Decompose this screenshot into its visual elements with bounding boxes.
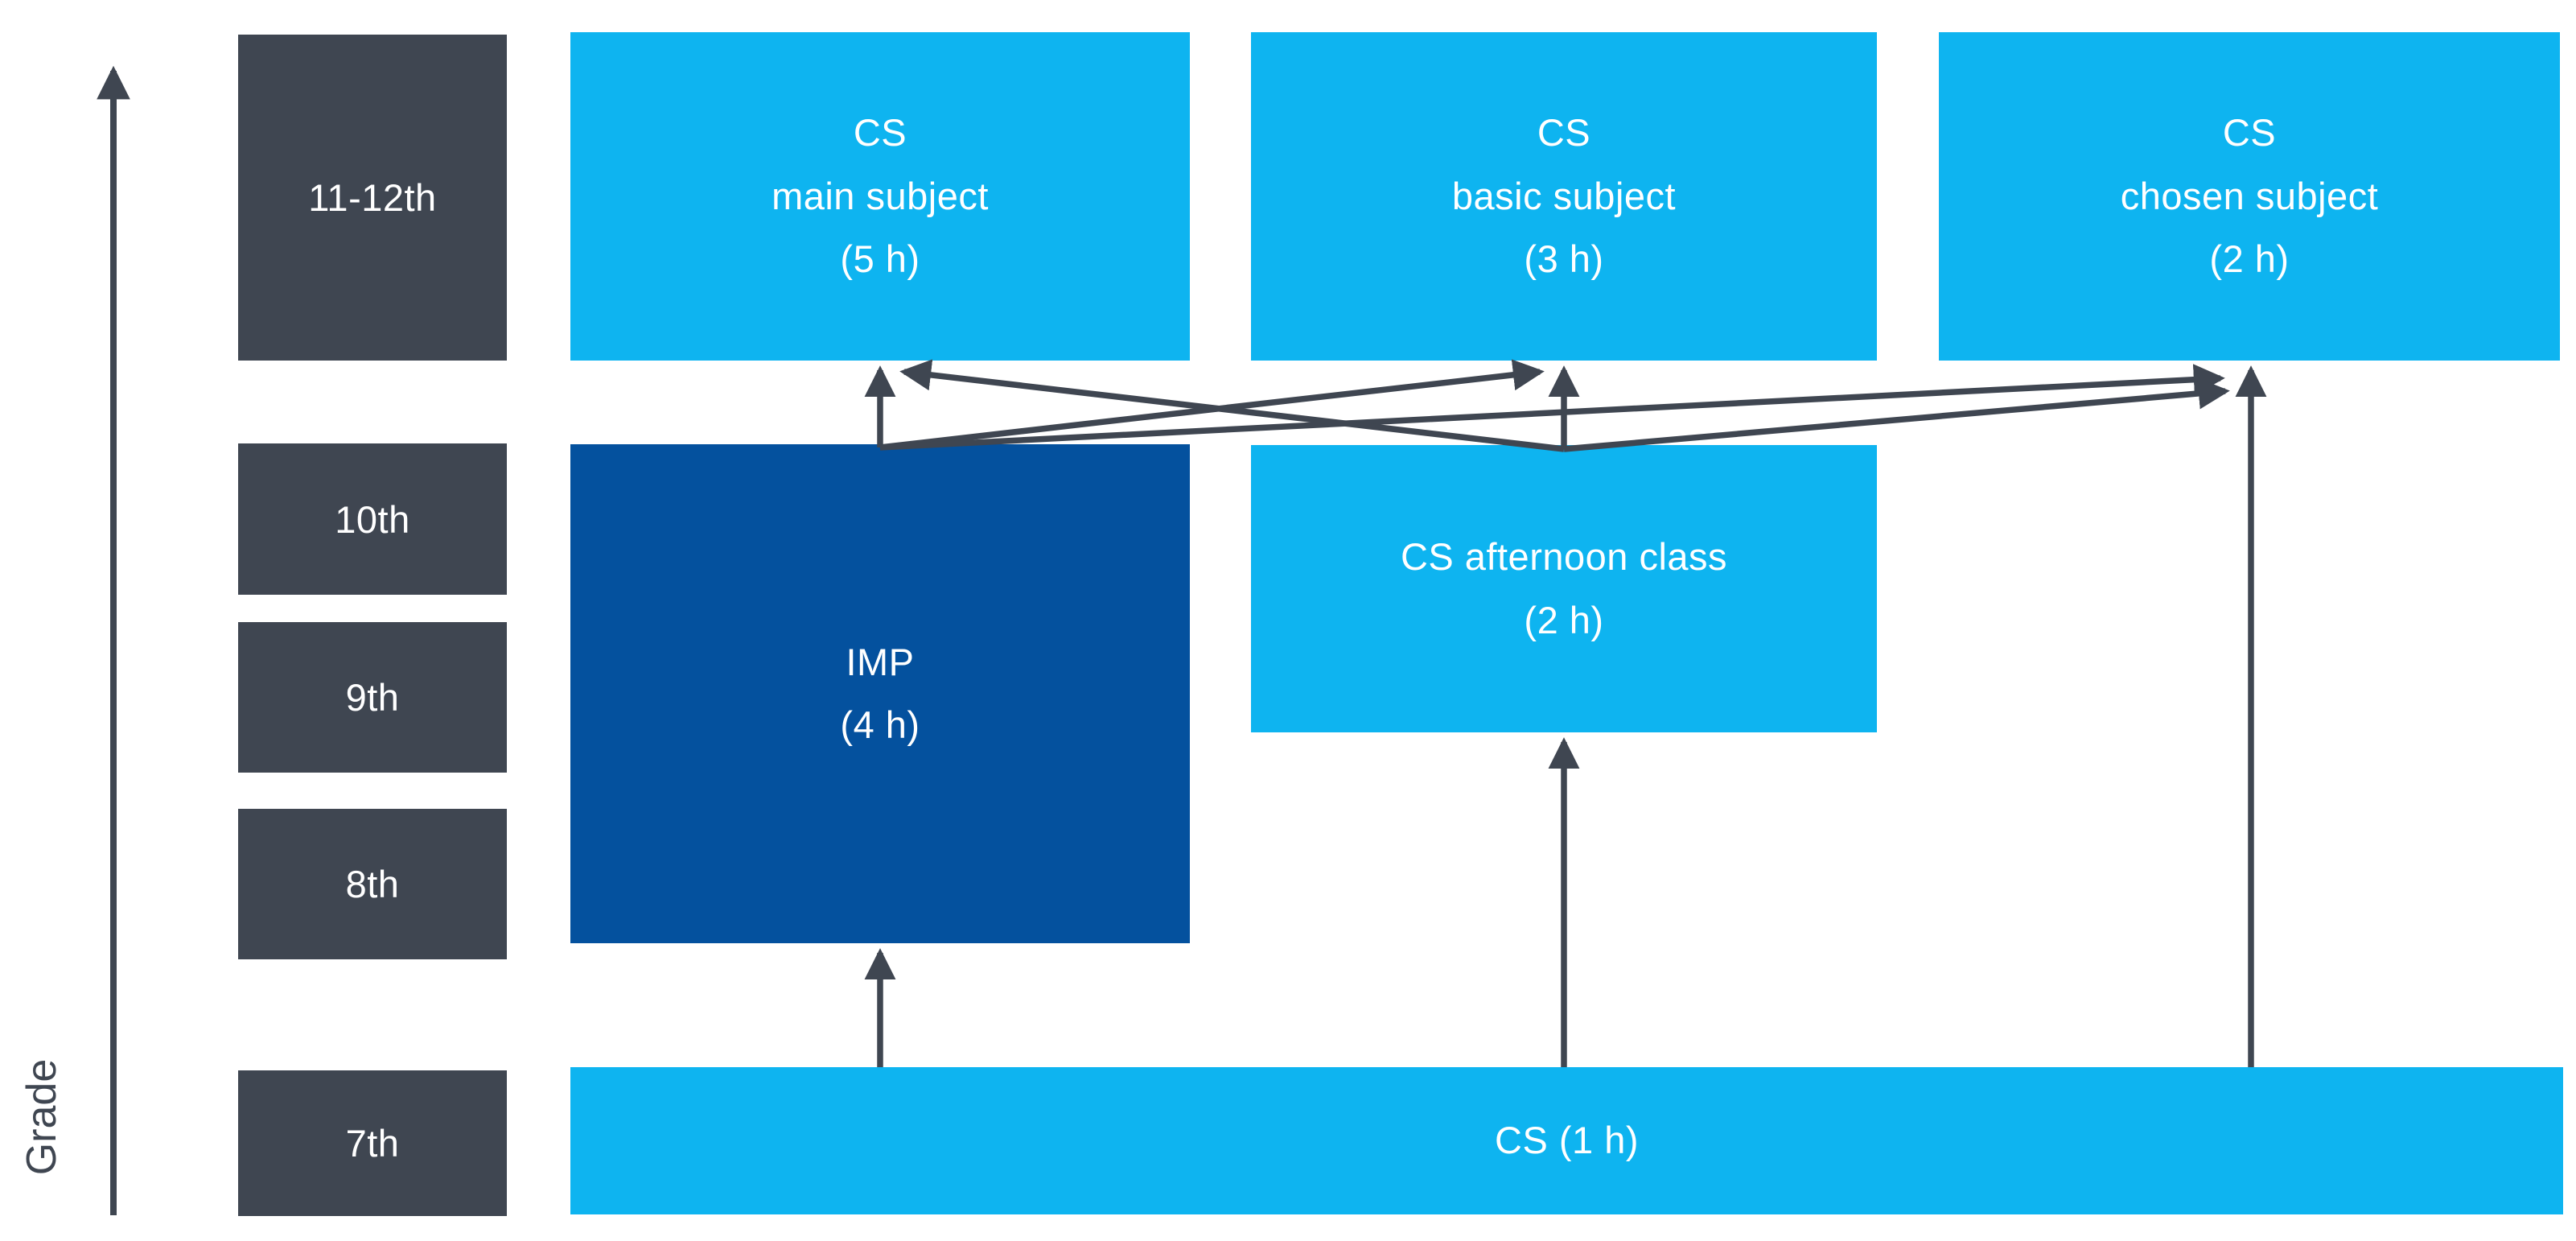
course-box-line: (5 h): [840, 237, 920, 281]
grade-box-7th: 7th: [238, 1070, 507, 1216]
course-box-cs-afternoon-class: CS afternoon class (2 h): [1251, 445, 1877, 732]
course-box-cs-7th-grade: CS (1 h): [570, 1067, 2563, 1214]
course-box-line: chosen subject: [2120, 174, 2379, 217]
course-box-imp: IMP (4 h): [570, 444, 1190, 943]
course-box-line: (2 h): [1524, 598, 1604, 641]
arrow-cs-afternoon-to-cs-chosen: [1563, 377, 2230, 452]
grade-box-9th: 9th: [238, 622, 507, 773]
grade-box-8th: 8th: [238, 809, 507, 959]
course-box-line: CS: [1537, 111, 1591, 155]
course-box-line: CS afternoon class: [1400, 535, 1728, 579]
course-box-line: CS: [2222, 111, 2277, 155]
course-box-line: CS: [853, 111, 907, 155]
axis-label: Grade: [19, 1058, 65, 1176]
course-box-line: CS (1 h): [1495, 1119, 1639, 1162]
course-box-cs-basic-subject: CS basic subject (3 h): [1251, 32, 1877, 361]
course-box-line: (2 h): [2209, 237, 2290, 281]
arrow-cs-afternoon-to-cs-main: [899, 359, 1565, 452]
course-box-cs-main-subject: CS main subject (5 h): [570, 32, 1190, 361]
course-box-line: main subject: [772, 174, 989, 217]
course-box-cs-chosen-subject: CS chosen subject (2 h): [1939, 32, 2560, 361]
course-box-line: (4 h): [840, 703, 920, 746]
arrow-imp-to-cs-basic: [879, 359, 1545, 451]
course-box-line: basic subject: [1451, 174, 1677, 217]
course-box-line: IMP: [846, 640, 915, 683]
course-box-line: (3 h): [1524, 237, 1604, 281]
grade-box-10th: 10th: [238, 443, 507, 595]
grade-box-11-12th: 11-12th: [238, 35, 507, 361]
arrow-imp-to-cs-chosen: [879, 364, 2225, 451]
